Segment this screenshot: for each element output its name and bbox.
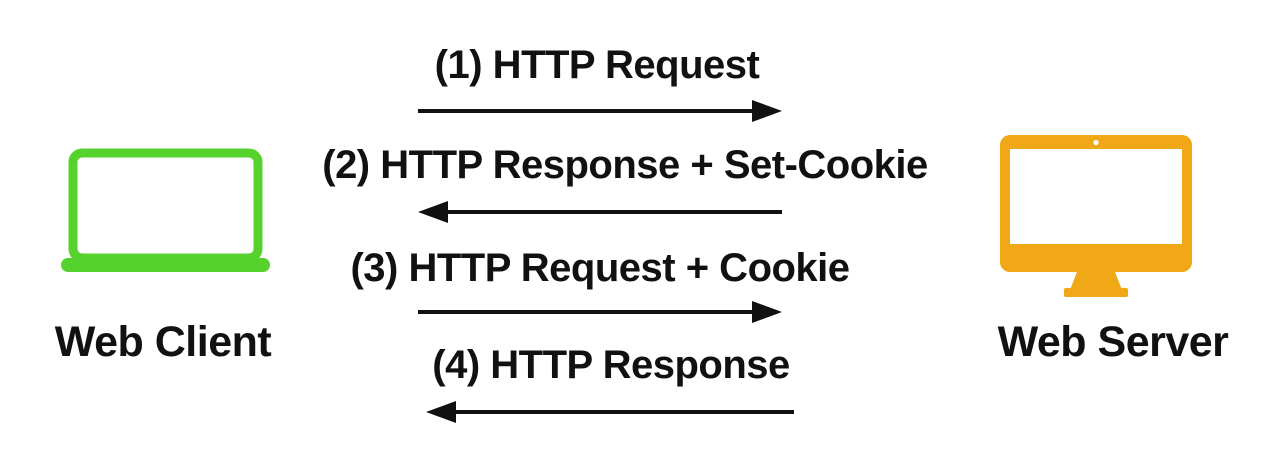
arrow-shaft (450, 410, 794, 414)
step-label-4: (4) HTTP Response (432, 343, 790, 387)
arrow-head (426, 401, 456, 423)
monitor-icon (1000, 135, 1192, 297)
arrow-shaft (418, 109, 758, 113)
step-label-1: (1) HTTP Request (434, 43, 760, 87)
arrow-head (752, 100, 782, 122)
left-arrow-icon (426, 401, 794, 423)
laptop-icon (61, 148, 270, 272)
server-label: Web Server (997, 318, 1229, 366)
left-arrow-icon (418, 201, 782, 223)
right-arrow-icon (418, 100, 782, 122)
arrow-head (418, 201, 448, 223)
right-arrow-icon (418, 301, 782, 323)
step-label-3: (3) HTTP Request + Cookie (350, 246, 850, 290)
arrow-shaft (442, 210, 782, 214)
arrow-head (752, 301, 782, 323)
client-label: Web Client (54, 318, 272, 366)
step-label-2: (2) HTTP Response + Set-Cookie (322, 143, 928, 187)
arrow-shaft (418, 310, 758, 314)
